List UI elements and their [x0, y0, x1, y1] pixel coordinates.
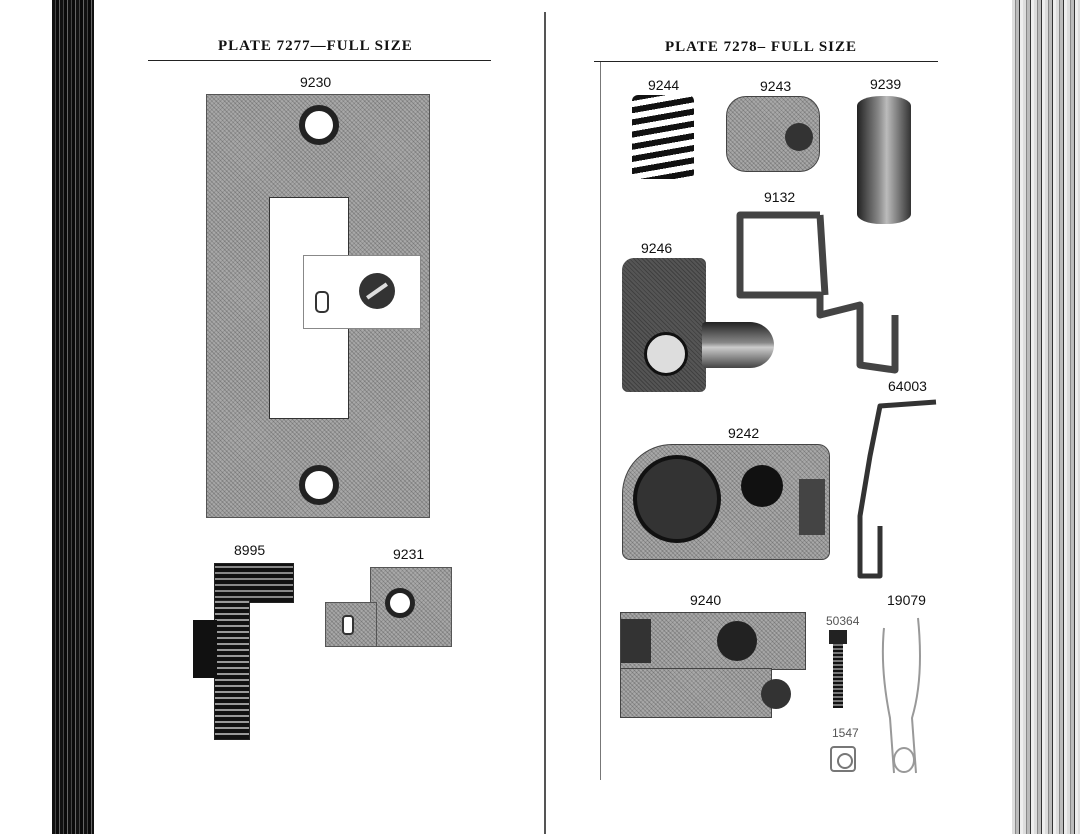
part-50364-screw-thread	[833, 644, 843, 708]
part-9243-collar	[726, 96, 820, 172]
part-9244-spring	[632, 95, 694, 179]
right-binding-edge	[1012, 0, 1080, 834]
part-label-1547: 1547	[832, 726, 859, 740]
part-label-9242: 9242	[728, 425, 760, 441]
left-title-rule	[148, 60, 491, 61]
part-19079-lever	[881, 617, 921, 774]
part-9231-slide-plate-tab	[325, 602, 377, 647]
bottom-screw-hole	[299, 465, 339, 505]
part-label-9240: 9240	[690, 592, 722, 608]
part-9231-slide-plate	[370, 567, 452, 647]
part-label-9244: 9244	[648, 77, 680, 93]
part-1547-nut	[830, 746, 856, 772]
needle-hole	[315, 291, 329, 313]
part-9240-clamp-top	[620, 612, 806, 670]
part-label-64003: 64003	[888, 378, 927, 394]
slide-plate-hole	[385, 588, 415, 618]
left-binding-edge	[52, 0, 94, 834]
right-page-margin-line	[600, 62, 601, 780]
part-9246-block	[622, 258, 706, 392]
part-label-9239: 9239	[870, 76, 902, 92]
left-page-title: PLATE 7277—FULL SIZE	[218, 38, 413, 54]
part-9242-bracket	[622, 444, 830, 560]
right-page-title: PLATE 7278– FULL SIZE	[665, 39, 858, 55]
part-label-9243: 9243	[760, 78, 792, 94]
part-8995-feed-dog-top	[214, 563, 294, 603]
part-label-8995: 8995	[234, 542, 266, 558]
part-8995-feed-dog-bar	[214, 600, 250, 740]
part-label-19079: 19079	[887, 592, 926, 608]
part-50364-screw-head	[829, 630, 847, 644]
part-9246-shaft	[702, 322, 774, 368]
part-64003-hook-wire	[857, 399, 937, 579]
part-label-9230: 9230	[300, 74, 332, 90]
part-label-9132: 9132	[764, 189, 796, 205]
part-label-9246: 9246	[641, 240, 673, 256]
part-9240-clamp-bottom	[620, 668, 791, 718]
right-title-rule	[594, 61, 938, 62]
part-9132-wire-guide	[736, 211, 899, 374]
part-9239-tube	[857, 96, 911, 224]
center-gutter	[544, 12, 546, 834]
part-label-50364: 50364	[826, 614, 860, 628]
part-8995-feed-dog-tab	[193, 620, 217, 678]
top-screw-hole	[299, 105, 339, 145]
part-label-9231: 9231	[393, 546, 425, 562]
part-9230-throat-plate	[206, 94, 430, 518]
slide-screw-icon	[359, 273, 395, 309]
